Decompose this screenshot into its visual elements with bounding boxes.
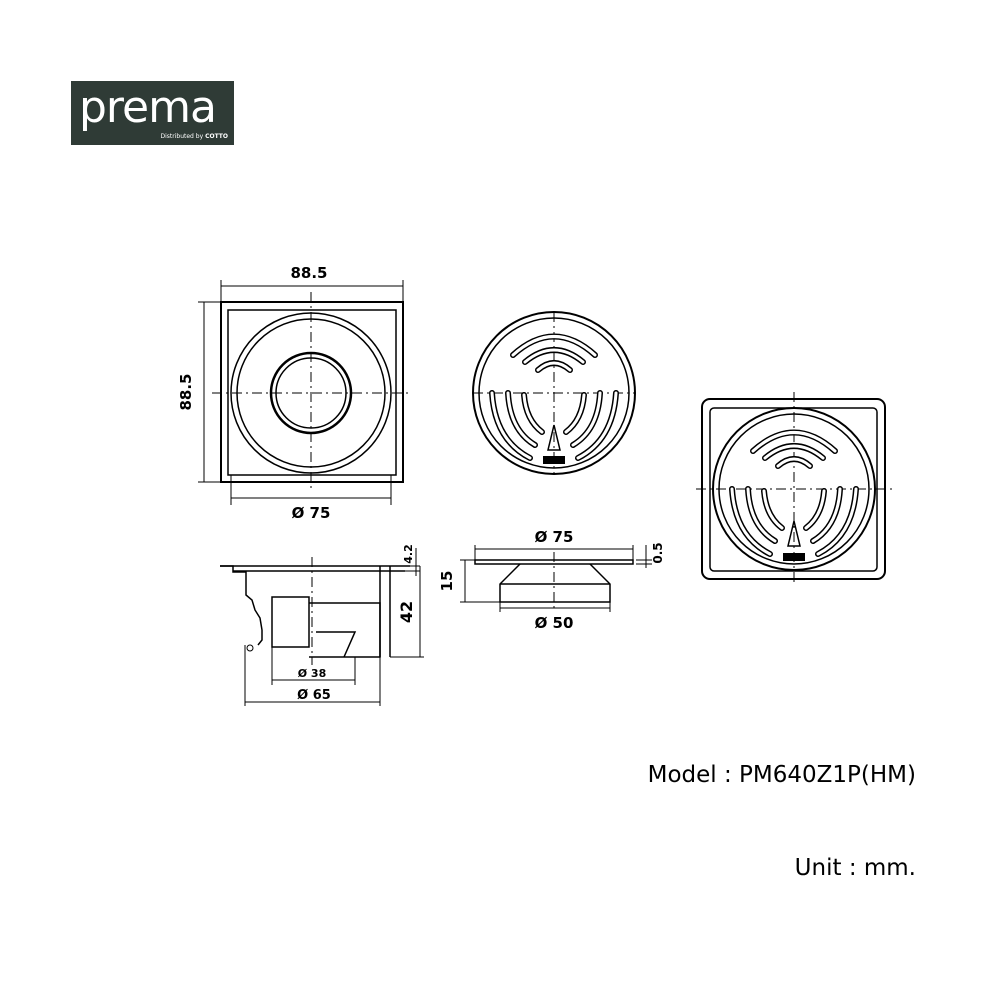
logo-tagline: Distributed by COTTO <box>160 133 229 140</box>
dim-flange-dia: Ø 75 <box>292 504 331 522</box>
grate-round-view <box>472 311 636 475</box>
model-value: PM640Z1P(HM) <box>739 762 916 788</box>
body-side-section <box>220 548 424 706</box>
dim-cover-thickness: 0.5 <box>651 542 665 563</box>
dim-top-width: 88.5 <box>290 264 327 282</box>
dim-top-height: 88.5 <box>177 373 195 410</box>
grate-square-view <box>696 392 892 586</box>
dim-cover-dia: Ø 75 <box>535 528 574 546</box>
prema-logo: prema Distributed by COTTO <box>71 81 234 145</box>
model-label: Model <box>647 762 717 788</box>
cover-side-view <box>460 545 652 612</box>
dim-body-height: 42 <box>397 601 416 623</box>
dim-body-lip: 4.2 <box>402 544 415 564</box>
model-separator: : <box>723 762 732 788</box>
logo-wordmark: prema <box>79 82 217 133</box>
dim-cover-height: 15 <box>438 571 456 592</box>
unit-caption: Unit : mm. <box>795 855 916 881</box>
model-caption: Model : PM640Z1P(HM) <box>648 762 916 788</box>
dim-outlet-outer-dia: Ø 65 <box>297 688 331 703</box>
unit-value: mm. <box>863 855 916 881</box>
dim-outlet-inner-dia: Ø 38 <box>298 667 327 680</box>
unit-separator: : <box>848 855 857 881</box>
body-top-view <box>198 280 410 505</box>
dim-cover-spigot-dia: Ø 50 <box>535 614 574 632</box>
unit-label: Unit <box>794 855 842 881</box>
